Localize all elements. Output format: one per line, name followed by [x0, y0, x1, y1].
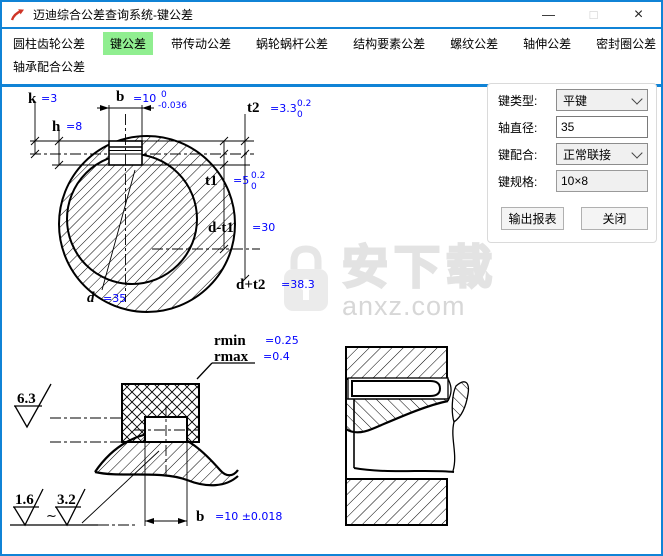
key-fit-value: 正常联接: [563, 147, 612, 162]
settings-panel: 键类型: 平键 轴直径: 键配合: 正常联接 键规格: 输出报表 关闭: [487, 83, 657, 243]
dim-b-tol-lower: -0.036: [158, 101, 187, 111]
dim-t2-label: t2: [247, 100, 260, 116]
roughness-3-2: 3.2: [57, 492, 76, 508]
dim-rmax-value: =0.4: [263, 350, 290, 363]
dim-h-label: h: [52, 119, 61, 135]
tab-bar: 圆柱齿轮公差 键公差 带传动公差 蜗轮蜗杆公差 结构要素公差 螺纹公差 轴伸公差…: [2, 29, 661, 87]
dim-k-value: =3: [41, 92, 57, 105]
keyway-detail-view: [10, 362, 255, 527]
chevron-down-icon: [631, 92, 643, 105]
dim-d-t1-value: =30: [252, 221, 275, 234]
field-row-key-fit: 键配合: 正常联接: [498, 143, 648, 165]
export-report-button[interactable]: 输出报表: [501, 207, 565, 230]
dim-t2-tol-lower: 0: [297, 110, 303, 120]
dim-b-value: =10: [133, 92, 156, 105]
key-size-field[interactable]: [556, 170, 648, 192]
shaft-diameter-input[interactable]: [556, 116, 648, 138]
tab-worm-gear[interactable]: 蜗轮蜗杆公差: [256, 37, 329, 51]
field-row-key-type: 键类型: 平键: [498, 89, 648, 111]
dim-h-value: =8: [66, 120, 82, 133]
dim-d-value: =35: [103, 292, 126, 305]
minimize-button[interactable]: —: [542, 7, 555, 22]
tab-bearing-fit[interactable]: 轴承配合公差: [13, 60, 86, 74]
maximize-button[interactable]: □: [589, 7, 598, 22]
close-button[interactable]: ×: [633, 5, 644, 23]
window-title: 迈迪综合公差查询系统-键公差: [33, 8, 193, 22]
tab-shaft-extension[interactable]: 轴伸公差: [523, 37, 572, 51]
tab-cylindrical-gear[interactable]: 圆柱齿轮公差: [13, 37, 86, 51]
watermark-cn: 安下载: [341, 241, 498, 293]
dim-t1-label: t1: [205, 173, 218, 189]
shaft-diameter-label: 轴直径:: [498, 120, 538, 135]
app-icon: [10, 8, 24, 20]
dim-b2-label: b: [196, 509, 204, 525]
panel-buttons: 输出报表 关闭: [501, 207, 648, 230]
tab-row-2: 轴承配合公差: [6, 55, 661, 78]
dim-k-label: k: [28, 91, 37, 107]
dim-b-tol-upper: 0: [161, 90, 167, 100]
dim-b2-value: =10 ±0.018: [215, 510, 282, 523]
dim-d-t1-label: d-t1: [208, 220, 234, 236]
tab-seal-ring[interactable]: 密封圈公差: [596, 37, 657, 51]
close-panel-button[interactable]: 关闭: [581, 207, 648, 230]
dim-t1-tol-upper: 0.2: [251, 171, 265, 181]
dim-b-label: b: [116, 89, 124, 105]
top-view-cross-section: [30, 101, 260, 313]
key-type-value: 平键: [563, 93, 588, 108]
dim-t1-value: =5: [233, 174, 249, 187]
tab-belt-drive[interactable]: 带传动公差: [171, 37, 232, 51]
keyway-detail-dimensions: rmin =0.25 rmax =0.4 6.3 1.6 ~ 3.2 b =10…: [15, 333, 299, 525]
key-fit-label: 键配合:: [498, 147, 538, 162]
title-bar: 迈迪综合公差查询系统-键公差 — □ ×: [2, 2, 661, 29]
dim-t1-tol-lower: 0: [251, 182, 257, 192]
key-fit-select[interactable]: 正常联接: [556, 143, 648, 165]
tab-thread[interactable]: 螺纹公差: [450, 37, 499, 51]
tab-key-tolerance[interactable]: 键公差: [103, 32, 154, 55]
key-type-label: 键类型:: [498, 93, 538, 108]
roughness-1-6: 1.6: [15, 492, 34, 508]
approx-sign: ~: [46, 509, 57, 524]
tab-structural-element[interactable]: 结构要素公差: [353, 37, 426, 51]
dim-rmin-label: rmin: [214, 333, 246, 349]
watermark: 安下载 anxz.com: [280, 241, 498, 322]
dim-t2-value: =3.3: [270, 102, 297, 115]
chevron-down-icon: [631, 146, 643, 159]
dim-d-t2-label: d+t2: [236, 277, 265, 293]
window-controls: — □ ×: [526, 2, 661, 27]
lock-shield-icon: [284, 245, 328, 311]
tab-row-1: 圆柱齿轮公差 键公差 带传动公差 蜗轮蜗杆公差 结构要素公差 螺纹公差 轴伸公差…: [6, 32, 661, 55]
assembly-section-view: [345, 346, 470, 526]
dim-d-label: d: [87, 290, 95, 306]
dim-rmin-value: =0.25: [265, 334, 299, 347]
top-view-dimensions: k =3 b =10 0 -0.036 h =8 t2 =3.3 0.2 0 t…: [28, 89, 315, 306]
watermark-text: 安下载 anxz.com: [341, 241, 498, 322]
field-row-key-size: 键规格:: [498, 170, 648, 192]
field-row-shaft-diameter: 轴直径:: [498, 116, 648, 138]
dim-t2-tol-upper: 0.2: [297, 99, 311, 109]
dim-rmax-label: rmax: [214, 349, 249, 365]
key-type-select[interactable]: 平键: [556, 89, 648, 111]
roughness-6-3: 6.3: [17, 391, 36, 407]
watermark-site: anxz.com: [342, 291, 466, 322]
key-size-label: 键规格:: [498, 174, 538, 189]
